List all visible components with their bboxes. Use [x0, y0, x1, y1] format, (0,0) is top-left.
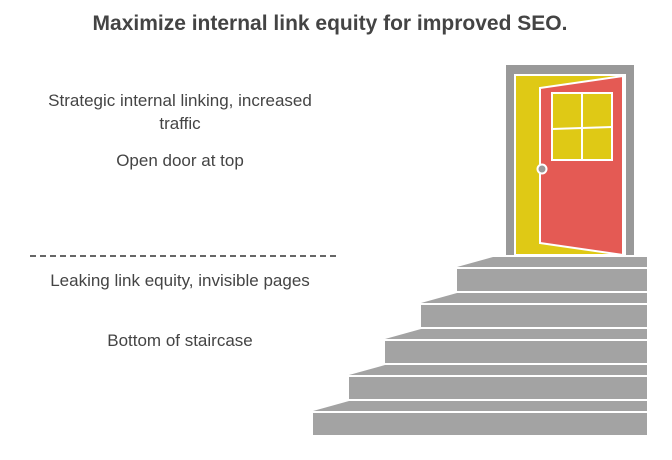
- door-knob: [536, 163, 548, 175]
- window-transom: [551, 126, 613, 130]
- stair-tread: [421, 293, 647, 303]
- door-icon: [506, 65, 634, 257]
- stair-tread: [313, 401, 647, 411]
- stair-riser: [385, 341, 647, 363]
- stair-riser: [313, 413, 647, 435]
- page-title: Maximize internal link equity for improv…: [92, 12, 568, 35]
- top-label: Open door at top: [116, 151, 244, 170]
- stair-riser: [349, 377, 647, 399]
- staircase: [313, 257, 647, 435]
- bottom-description: Leaking link equity, invisible pages: [50, 271, 310, 290]
- top-description: Strategic internal linking, increased tr…: [48, 91, 312, 133]
- stair-riser: [457, 269, 647, 291]
- stair-tread: [349, 365, 647, 375]
- bottom-label: Bottom of staircase: [107, 331, 253, 350]
- stair-tread: [385, 329, 647, 339]
- stair-riser: [421, 305, 647, 327]
- divider: [30, 255, 336, 257]
- stair-tread: [457, 257, 647, 267]
